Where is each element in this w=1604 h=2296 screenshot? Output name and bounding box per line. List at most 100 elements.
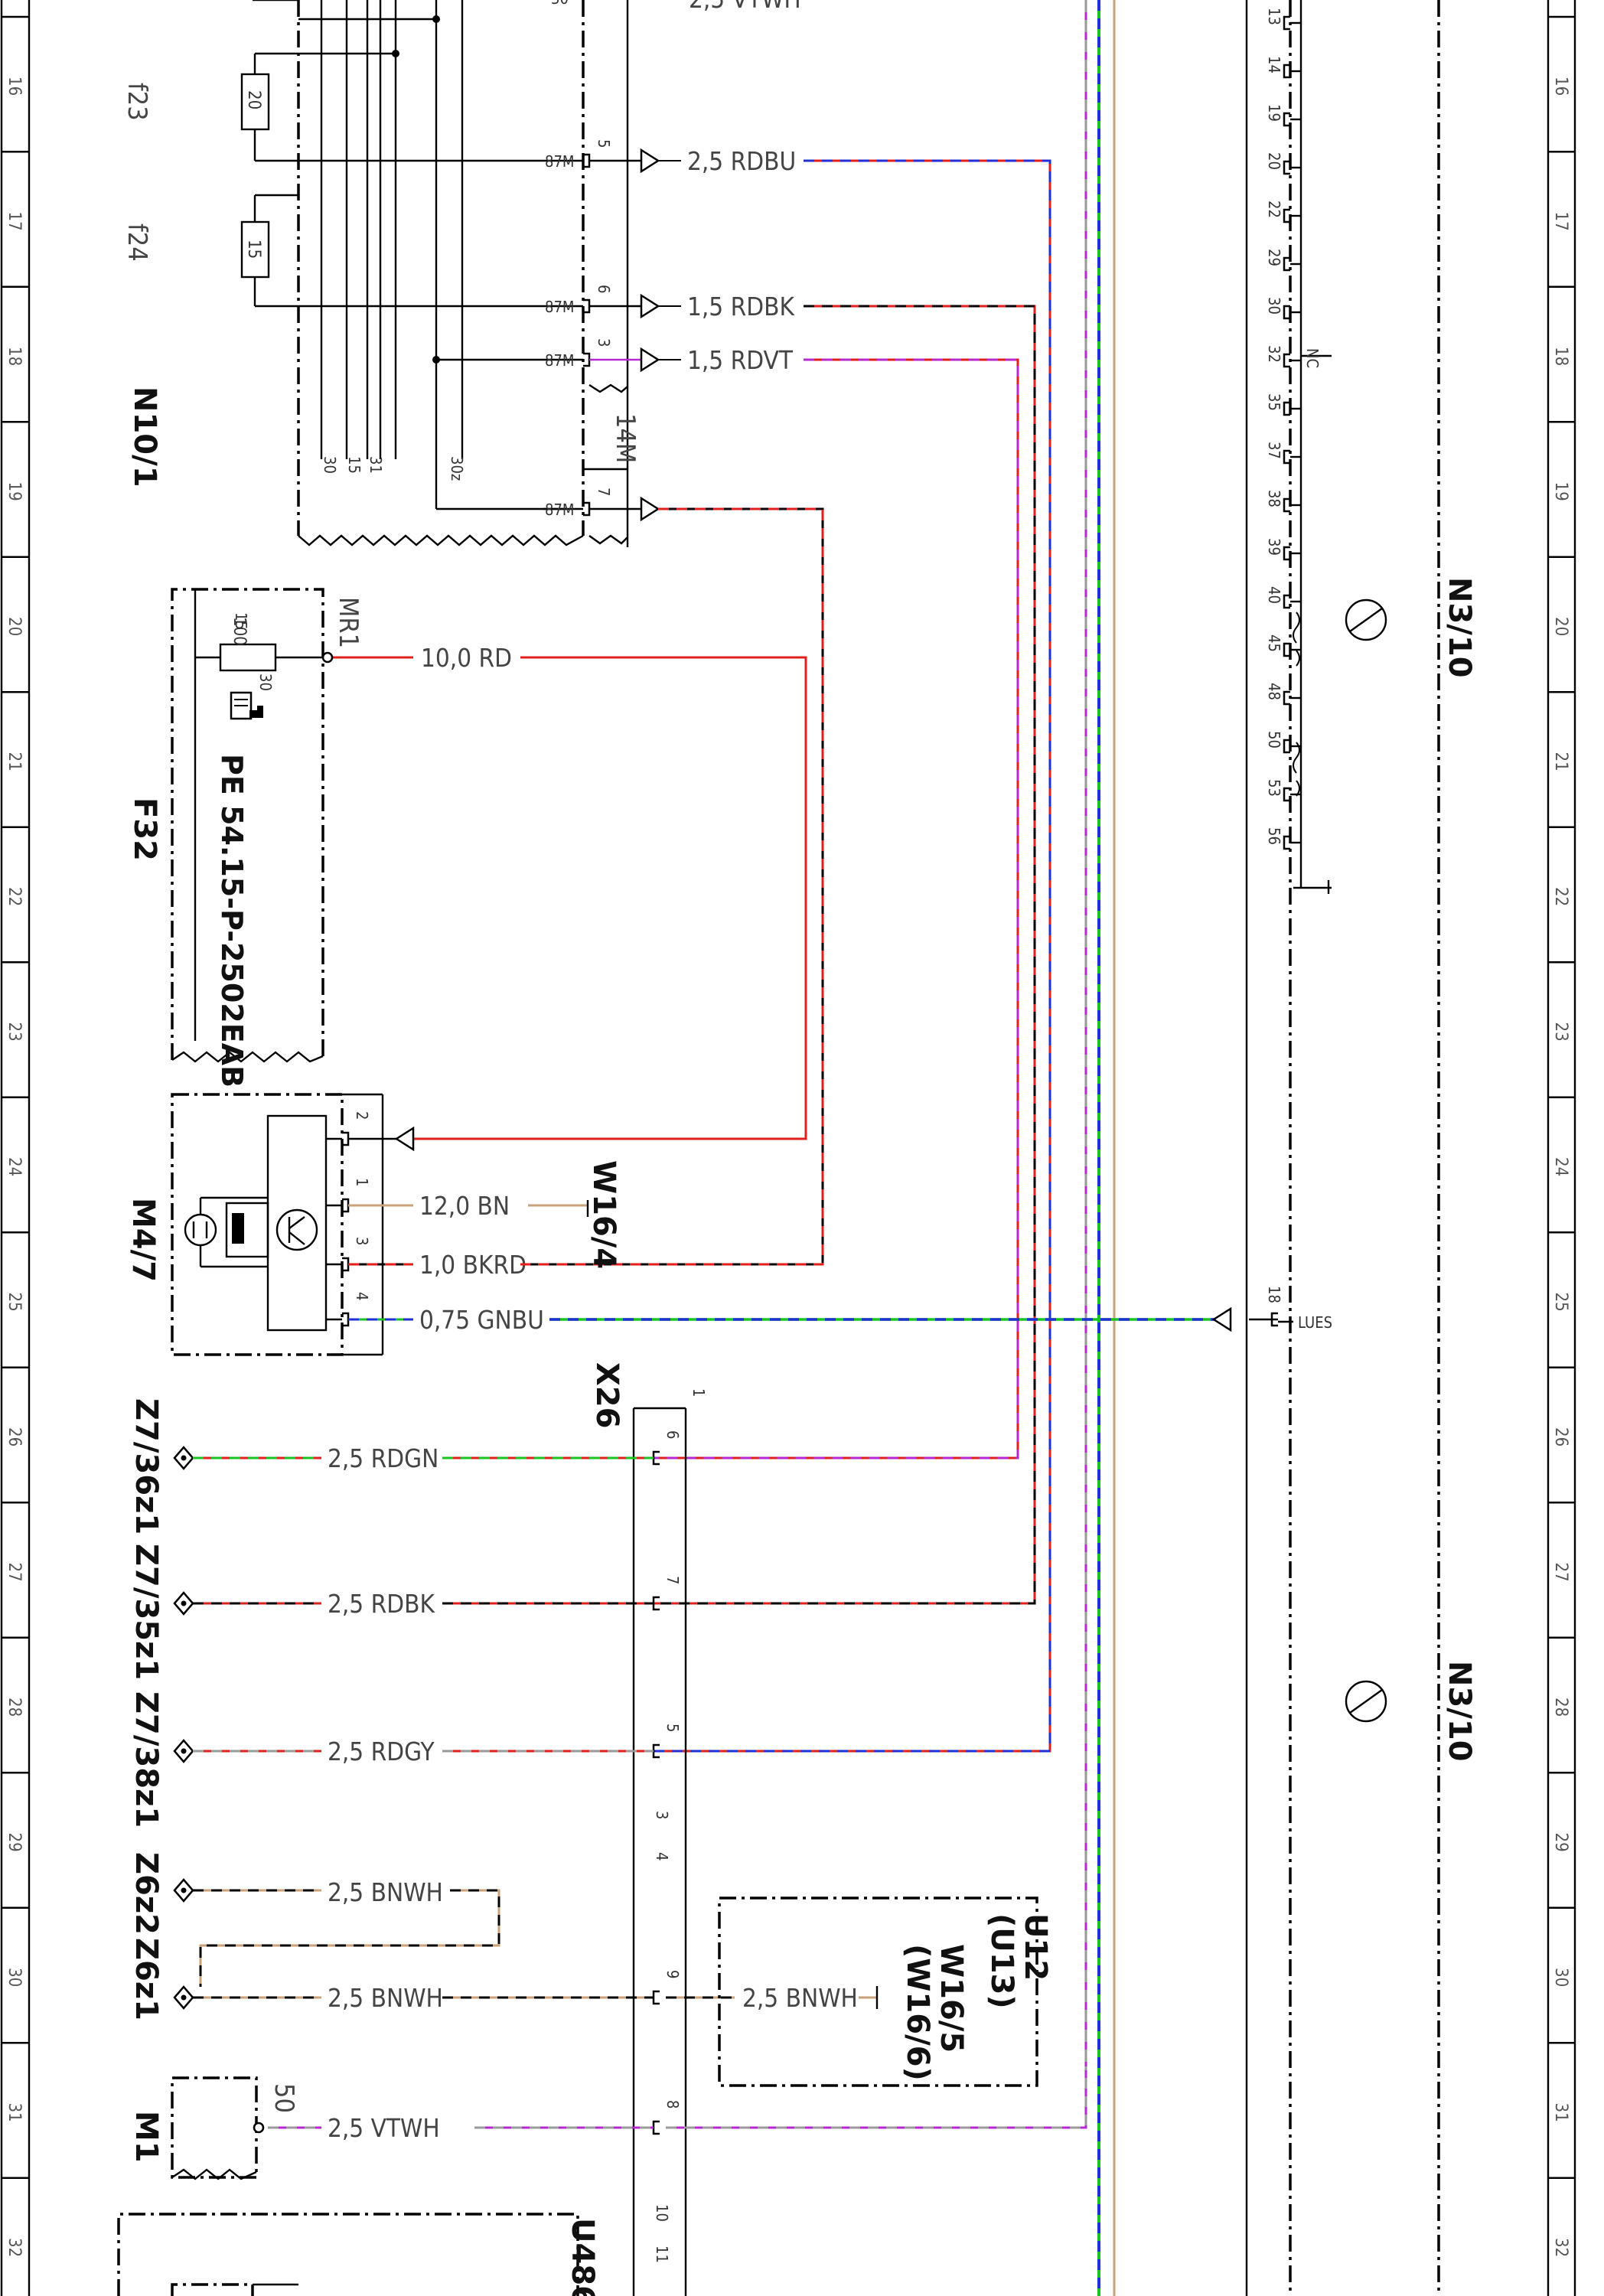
x26-wire-label-9: 2,5 BNWH [328,1983,443,2013]
fuse-f23-label: f23 [122,83,152,121]
grid-number-right-19: 19 [1551,482,1570,501]
relay-output-term-5: 87M [545,152,574,171]
f32-pin-b: 30 [256,673,275,691]
grid-number-right-24: 24 [1551,1157,1570,1176]
x26-comp-z6z1: Z6z1 [129,1938,164,2020]
grid-number-30: 30 [5,1968,24,1987]
n3-10-pin-39: 39 [1265,538,1283,556]
z6z2-label: Z6z2 [129,1852,164,1935]
n3-10-pin-14: 14 [1265,56,1283,73]
grid-number-right-17: 17 [1551,212,1570,231]
f32-pin-a: 15 [232,612,250,630]
x26-comp-z7-36z1: Z7/36z1 [129,1398,164,1534]
relay-wire-label-6: 1,5 RDBK [687,292,795,321]
grid-number-right-22: 22 [1551,887,1570,906]
n3-10-pin-48: 48 [1265,683,1283,700]
grid-number-16: 16 [5,77,24,96]
u12-wire-label: 2,5 BNWH [742,1983,858,2013]
grid-number-right-21: 21 [1551,752,1570,771]
reference-hand-icon [230,691,263,720]
relay-wire-label-5: 2,5 RDBU [687,146,796,176]
grid-number-right-18: 18 [1551,347,1570,366]
n3-10-lues-pin: 18 [1265,1286,1283,1303]
relay-output-pin-5: 5 [595,139,613,148]
n3-10-pin-40: 40 [1265,586,1283,604]
x26-wire-label-7: 2,5 RDBK [328,1589,435,1619]
relay-output-term-7: 87M [545,501,574,519]
x26-comp-z7-35z1: Z7/35z1 [129,1544,164,1680]
n3-10-pin-22: 22 [1265,201,1283,218]
f32-reference: PE 54.15-P-2502EAB [215,754,249,1088]
starter-m1 [171,2076,265,2180]
grid-number-27: 27 [5,1563,24,1582]
n3-10-nc-label: NC [1303,348,1322,368]
x26-wire-label-5: 2,5 RDGY [328,1737,435,1766]
relay-wire-label-3: 1,5 RDVT [687,345,794,375]
grid-number-right-26: 26 [1551,1427,1570,1446]
component-u486 [117,2213,579,2296]
f32-label: F32 [127,797,162,861]
f32-wire-label: 10,0 RD [421,643,512,673]
n3-10-label-bottom: N3/10 [1442,1661,1477,1762]
m4-7-pin-3: 3 [353,1237,371,1245]
grid-number-right-23: 23 [1551,1022,1570,1042]
n3-10-pin-56: 56 [1265,827,1283,845]
n3-10-pin-32: 32 [1265,345,1283,363]
grid-number-right-28: 28 [1551,1698,1570,1717]
top-clipped-pin: 30 [551,0,569,8]
relay-output-pin-7: 7 [595,488,613,496]
x26-pin-3: 3 [653,1811,671,1819]
n3-10-pin-50: 50 [1265,731,1283,748]
grid-number-right-16: 16 [1551,77,1570,96]
n3-10-pin-45: 45 [1265,634,1283,652]
n3-10-pin-29: 29 [1265,249,1283,266]
m4-7-pin-2: 2 [353,1111,371,1120]
n3-10-pin-38: 38 [1265,490,1283,507]
n3-10-lues-label: LUES [1298,1313,1332,1332]
relay-box-label: N10/1 [127,386,162,488]
fuse-box-f32 [171,588,334,1063]
x26-pin-6: 6 [663,1430,682,1439]
x26-pin-8: 8 [663,2100,682,2108]
m4-7-label: M4/7 [126,1198,161,1282]
n3-10-label-top: N3/10 [1442,577,1477,678]
top-clipped-wire: 2,5 VTWH [689,0,801,14]
x26-comp-z7-38z1: Z7/38z1 [129,1691,164,1828]
m4-7-wire-label-3: 1,0 BKRD [419,1250,527,1280]
f32-terminal: MR1 [333,597,364,648]
fuse-f24-value: 15 [244,240,263,259]
u486-label: U486 [565,2218,600,2296]
x26-label: X26 [589,1362,624,1429]
bus-lines [1084,0,1440,2296]
x26-pin-4: 4 [653,1852,671,1861]
x26-pin-7: 7 [663,1576,682,1584]
grid-number-28: 28 [5,1698,24,1717]
relay-output-pin-3: 3 [595,338,613,347]
relay-output-term-3: 87M [545,351,574,370]
connector-x26 [632,1407,687,2296]
bus-label-15: 15 [345,456,364,474]
n3-10-pin-20: 20 [1265,152,1283,170]
x26-wire-label-8: 2,5 VTWH [328,2113,440,2143]
grid-number-23: 23 [5,1022,24,1042]
grid-number-21: 21 [5,752,24,771]
w16-6-label: (W16/6) [900,1944,935,2081]
connector-14m: 14M [610,413,641,463]
m1-label: M1 [129,2111,164,2163]
n3-10-pin-53: 53 [1265,779,1283,797]
grid-number-right-25: 25 [1551,1293,1570,1312]
u13-label: (U13) [984,1913,1019,2009]
x26-top-pin: 1 [690,1388,708,1397]
n3-10-pin-13: 13 [1265,8,1283,25]
n3-10-pin-19: 19 [1265,104,1283,122]
grid-number-right-20: 20 [1551,617,1570,636]
m4-7-wire-label-1: 12,0 BN [419,1191,510,1221]
grid-number-right-31: 31 [1551,2103,1570,2122]
m4-7-wire-label-4: 0,75 GNBU [419,1305,544,1335]
